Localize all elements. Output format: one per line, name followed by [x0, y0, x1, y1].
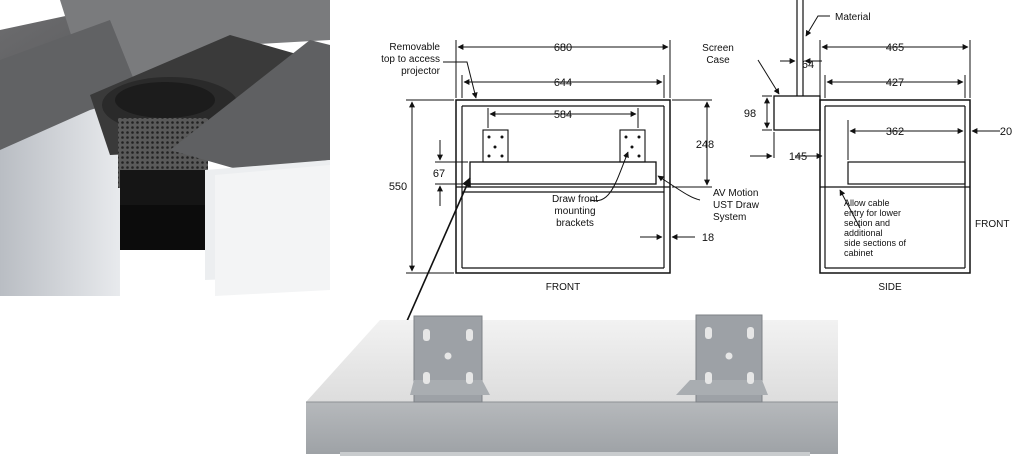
drawer-plate-photo — [306, 314, 838, 456]
dim-644: 644 — [554, 77, 572, 89]
side-front-label: FRONT — [975, 219, 1009, 230]
svg-text:additional: additional — [844, 228, 883, 238]
cable-entry-label: Allow cable entry for lower section and … — [844, 198, 907, 258]
front-dim-values: 680 644 584 550 67 248 18 — [389, 42, 714, 244]
svg-text:top to access: top to access — [381, 54, 440, 65]
cabinet-photo — [0, 0, 330, 296]
dim-20: 20 — [1000, 126, 1012, 138]
dim-248: 248 — [696, 139, 714, 151]
dim-550: 550 — [389, 181, 407, 193]
svg-text:UST Draw: UST Draw — [713, 200, 760, 211]
dim-67: 67 — [433, 168, 445, 180]
bracket-holes — [487, 135, 641, 158]
dim-465: 465 — [886, 42, 904, 54]
dim-64: 64 — [802, 59, 814, 71]
svg-text:AV Motion: AV Motion — [713, 188, 758, 199]
svg-text:entry for lower: entry for lower — [844, 208, 901, 218]
svg-text:Case: Case — [706, 55, 730, 66]
svg-text:Screen: Screen — [702, 43, 734, 54]
svg-text:cabinet: cabinet — [844, 248, 874, 258]
material-label: Material — [835, 12, 871, 23]
side-dim-values: 465 427 362 20 64 98 145 — [744, 42, 1012, 163]
screen-case-label: Screen Case — [702, 43, 734, 66]
svg-text:Draw front: Draw front — [552, 194, 598, 205]
dim-584: 584 — [554, 109, 572, 121]
front-view-title: FRONT — [546, 282, 580, 293]
svg-text:brackets: brackets — [556, 218, 594, 229]
removable-top-label: Removable top to access projector — [381, 42, 441, 77]
dim-98: 98 — [744, 108, 756, 120]
av-motion-label: AV Motion UST Draw System — [713, 188, 760, 223]
svg-text:Allow cable: Allow cable — [844, 198, 890, 208]
svg-text:Removable: Removable — [389, 42, 440, 53]
svg-text:System: System — [713, 212, 746, 223]
dim-362: 362 — [886, 126, 904, 138]
side-view-title: SIDE — [878, 282, 902, 293]
left-bracket — [410, 315, 490, 403]
svg-text:section and: section and — [844, 218, 890, 228]
front-view-drawing — [455, 99, 671, 274]
svg-text:projector: projector — [401, 66, 441, 77]
side-dim-lines — [750, 15, 1000, 229]
svg-text:side sections of: side sections of — [844, 238, 907, 248]
svg-text:mounting: mounting — [554, 206, 595, 217]
right-bracket — [676, 314, 768, 403]
dim-145: 145 — [789, 151, 807, 163]
draw-front-label: Draw front mounting brackets — [552, 194, 598, 229]
dim-18: 18 — [702, 232, 714, 244]
dim-427: 427 — [886, 77, 904, 89]
side-view-drawing — [773, 0, 971, 274]
dim-680: 680 — [554, 42, 572, 54]
